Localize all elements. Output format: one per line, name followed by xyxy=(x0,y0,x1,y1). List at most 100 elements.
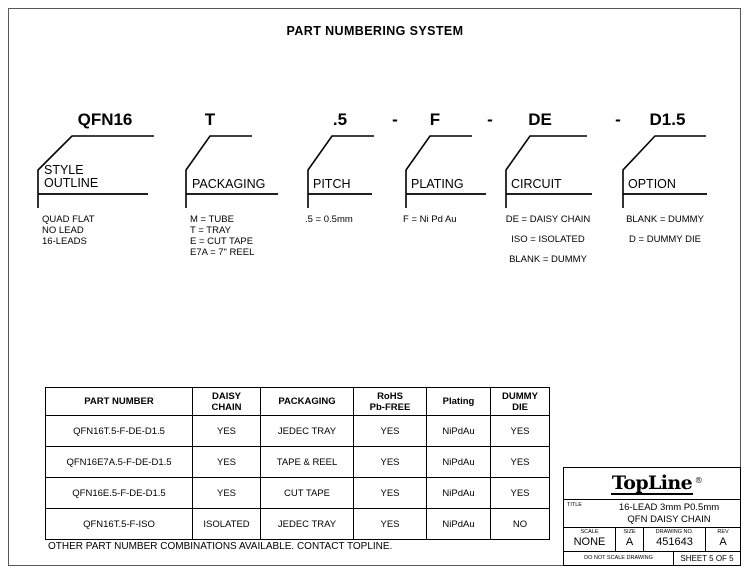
leader-line-option xyxy=(615,128,707,208)
column-header-part-number: PART NUMBER xyxy=(45,387,193,416)
legend-item: D = DUMMY DIE xyxy=(629,234,701,245)
legend-item: BLANK = DUMMY xyxy=(626,214,704,225)
title-block-meta-row: SCALE NONE SIZE A DRAWING NO. 451643 REV… xyxy=(564,528,740,552)
separator-dash: - xyxy=(487,110,493,129)
parts-table: PART NUMBER DAISY CHAIN PACKAGING RoHS P… xyxy=(45,387,550,540)
leader-line-packaging xyxy=(178,128,253,208)
legend-item: E7A = 7" REEL xyxy=(190,247,255,258)
leader-line-plating xyxy=(398,128,473,208)
scale-cell: SCALE NONE xyxy=(564,528,616,551)
drawing-border xyxy=(8,8,741,566)
leader-underline-pitch xyxy=(308,192,372,196)
segment-label-line1: PLATING xyxy=(411,177,464,191)
do-not-scale-note: DO NOT SCALE DRAWING xyxy=(564,552,674,565)
cell-daisy-chain: ISOLATED xyxy=(192,508,261,540)
segment-legend-option: BLANK = DUMMY D = DUMMY DIE xyxy=(610,214,720,254)
separator-dash: - xyxy=(392,110,398,129)
segment-legend-pitch: .5 = 0.5mm xyxy=(305,214,353,225)
title-line1: 16-LEAD 3mm P0.5mm xyxy=(618,502,720,513)
segment-label-plating: PLATING xyxy=(411,178,464,191)
legend-item: DE = DAISY CHAIN xyxy=(505,214,591,225)
segment-code-circuit: DE xyxy=(528,110,552,129)
segment-code-pitch: .5 xyxy=(332,110,348,129)
revision-cell: REV A xyxy=(706,528,740,551)
column-header-packaging: PACKAGING xyxy=(260,387,354,416)
header-line1: PACKAGING xyxy=(278,396,336,407)
table-row: QFN16T.5-F-DE-D1.5 YES JEDEC TRAY YES Ni… xyxy=(45,415,550,447)
leader-underline-style-outline xyxy=(38,192,148,196)
drawing-number-value: 451643 xyxy=(656,536,693,548)
segment-label-line1: OPTION xyxy=(628,177,676,191)
sheet-number: SHEET 5 OF 5 xyxy=(680,554,734,563)
cell-packaging: JEDEC TRAY xyxy=(260,415,354,447)
cell-dummy-die: YES xyxy=(490,477,550,509)
drawing-number-cell: DRAWING NO. 451643 xyxy=(644,528,706,551)
size-cell: SIZE A xyxy=(616,528,644,551)
page-title: PART NUMBERING SYSTEM xyxy=(286,24,464,38)
table-row: QFN16E7A.5-F-DE-D1.5 YES TAPE & REEL YES… xyxy=(45,446,550,478)
segment-label-line2: OUTLINE xyxy=(44,176,99,190)
cell-part-number: QFN16E.5-F-DE-D1.5 xyxy=(45,477,193,509)
segment-label-circuit: CIRCUIT xyxy=(511,178,562,191)
separator-dash: - xyxy=(615,110,621,129)
cell-daisy-chain: YES xyxy=(192,477,261,509)
segment-label-line1: STYLE xyxy=(44,163,84,177)
segment-legend-plating: F = Ni Pd Au xyxy=(403,214,457,225)
revision-value: A xyxy=(719,536,727,548)
column-header-plating: Plating xyxy=(426,387,491,416)
cell-dummy-die: NO xyxy=(490,508,550,540)
cell-plating: NiPdAu xyxy=(426,508,491,540)
header-line2: Pb-FREE xyxy=(369,401,411,413)
header-line1: Plating xyxy=(442,396,475,407)
size-value: A xyxy=(625,536,634,548)
segment-code-style-outline: QFN16 xyxy=(77,110,133,129)
legend-item: QUAD FLAT xyxy=(42,214,95,225)
registered-trademark-icon: ® xyxy=(694,475,703,485)
title-value: 16-LEAD 3mm P0.5mm QFN DAISY CHAIN xyxy=(598,500,740,527)
header-line1: DUMMY xyxy=(502,390,538,402)
leader-line-circuit xyxy=(498,128,588,208)
cell-daisy-chain: YES xyxy=(192,446,261,478)
title-block-logo-row: TopLine® xyxy=(564,468,740,500)
leader-underline-option xyxy=(623,192,707,196)
revision-label: REV xyxy=(717,529,729,535)
legend-item: 16-LEADS xyxy=(42,236,87,247)
legend-item: NO LEAD xyxy=(42,225,84,236)
cell-part-number: QFN16E7A.5-F-DE-D1.5 xyxy=(45,446,193,478)
segment-label-packaging: PACKAGING xyxy=(192,178,265,191)
title-label: TITLE xyxy=(567,502,582,508)
cell-packaging: CUT TAPE xyxy=(260,477,354,509)
cell-part-number: QFN16T.5-F-ISO xyxy=(45,508,193,540)
cell-rohs: YES xyxy=(353,477,427,509)
cell-rohs: YES xyxy=(353,415,427,447)
topline-logo-text: TopLine xyxy=(611,471,693,494)
column-header-dummy-die: DUMMY DIE xyxy=(490,387,550,416)
table-row: QFN16E.5-F-DE-D1.5 YES CUT TAPE YES NiPd… xyxy=(45,477,550,509)
segment-code-plating: F xyxy=(429,110,441,129)
column-header-rohs: RoHS Pb-FREE xyxy=(353,387,427,416)
legend-item: F = Ni Pd Au xyxy=(403,214,457,225)
header-line2: CHAIN xyxy=(211,401,242,413)
scale-label: SCALE xyxy=(580,529,599,535)
leader-underline-packaging xyxy=(186,192,278,196)
cell-part-number: QFN16T.5-F-DE-D1.5 xyxy=(45,415,193,447)
legend-item: BLANK = DUMMY xyxy=(509,254,587,265)
segment-label-pitch: PITCH xyxy=(313,178,351,191)
leader-line-style-outline xyxy=(30,128,155,208)
cell-plating: NiPdAu xyxy=(426,477,491,509)
cell-rohs: YES xyxy=(353,508,427,540)
legend-item: ISO = ISOLATED xyxy=(511,234,585,245)
title-block: TopLine® TITLE 16-LEAD 3mm P0.5mm QFN DA… xyxy=(563,467,741,566)
cell-packaging: TAPE & REEL xyxy=(260,446,354,478)
segment-label-line1: CIRCUIT xyxy=(511,177,562,191)
table-row: QFN16T.5-F-ISO ISOLATED JEDEC TRAY YES N… xyxy=(45,508,550,540)
column-header-daisy-chain: DAISY CHAIN xyxy=(192,387,261,416)
header-line2: DIE xyxy=(512,401,528,413)
other-combinations-note: OTHER PART NUMBER COMBINATIONS AVAILABLE… xyxy=(48,541,393,552)
table-header-row: PART NUMBER DAISY CHAIN PACKAGING RoHS P… xyxy=(45,387,550,416)
header-line1: DAISY xyxy=(211,390,242,402)
title-block-bottom-row: DO NOT SCALE DRAWING SHEET 5 OF 5 xyxy=(564,552,740,565)
cell-packaging: JEDEC TRAY xyxy=(260,508,354,540)
legend-item: M = TUBE xyxy=(190,214,234,225)
